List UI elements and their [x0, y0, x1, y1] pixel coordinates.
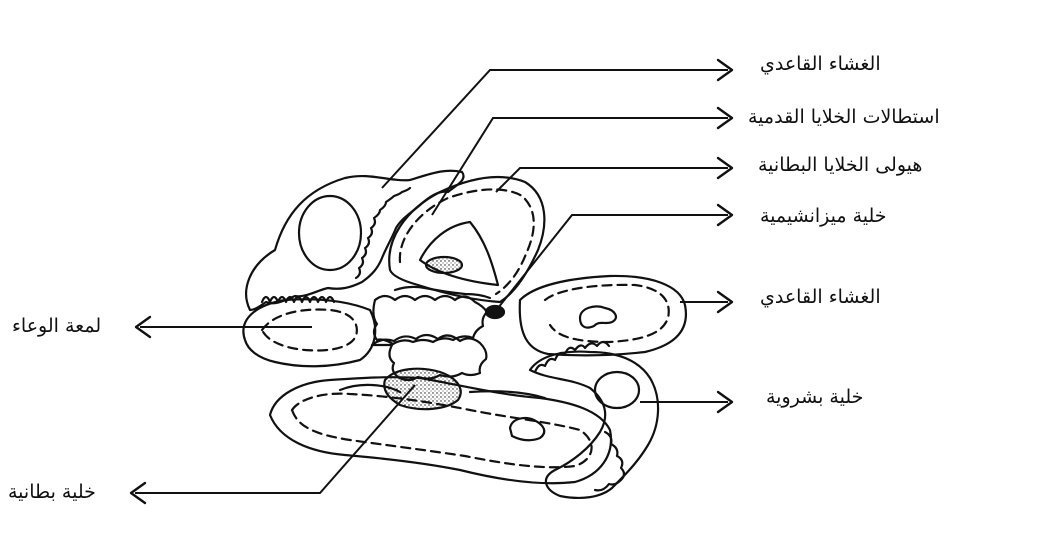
- arrow-mesangial-cell: [716, 203, 734, 227]
- arrow-epithelial-cell: [716, 390, 734, 414]
- capillary-left: [242, 298, 377, 368]
- arrow-basement-membrane-top: [716, 58, 734, 82]
- label-basement-membrane-top: الغشاء القاعدي: [760, 53, 881, 75]
- capillary-right: [518, 274, 688, 357]
- endothelial-nucleus-bottom: [508, 417, 546, 442]
- label-endothelial-cytoplasm: هيولى الخلايا البطانية: [758, 154, 923, 176]
- arrow-endothelial-cell: [129, 481, 147, 505]
- leader-endothelial-cytoplasm: [495, 167, 728, 193]
- label-mesangial-cell: خلية ميزانشيمية: [760, 205, 887, 227]
- arrow-capillary-lumen: [134, 315, 152, 339]
- label-capillary-lumen: لمعة الوعاء: [12, 315, 102, 337]
- capillary-bottom: [268, 367, 613, 485]
- podocyte-nucleus-top-left: [297, 194, 363, 272]
- arrow-podocyte-processes: [716, 106, 734, 130]
- mesangial-nucleus: [484, 304, 506, 320]
- arrowheads: [129, 58, 734, 505]
- label-basement-membrane-right: الغشاء القاعدي: [760, 286, 881, 308]
- label-epithelial-cell: خلية بشروية: [766, 386, 864, 408]
- label-endothelial-cell: خلية بطانية: [8, 481, 96, 503]
- podocyte-nucleus-bottom-right: [593, 370, 641, 410]
- capillary-top-center: [388, 176, 546, 320]
- label-podocyte-processes: استطالات الخلايا القدمية: [748, 106, 940, 128]
- leader-mesangial-cell: [497, 214, 728, 309]
- endothelial-nucleus-right: [578, 305, 618, 329]
- leader-podocyte-processes: [431, 117, 728, 216]
- leader-endothelial-cell: [135, 384, 416, 494]
- leader-lines: [135, 69, 728, 494]
- arrow-basement-membrane-right: [716, 290, 734, 314]
- mesangial-region: [370, 285, 492, 382]
- podocyte-bottom-right: [528, 340, 660, 499]
- arrow-endothelial-cytoplasm: [716, 156, 734, 180]
- leader-basement-membrane-top: [381, 69, 728, 189]
- endothelial-nucleus-top: [424, 255, 464, 275]
